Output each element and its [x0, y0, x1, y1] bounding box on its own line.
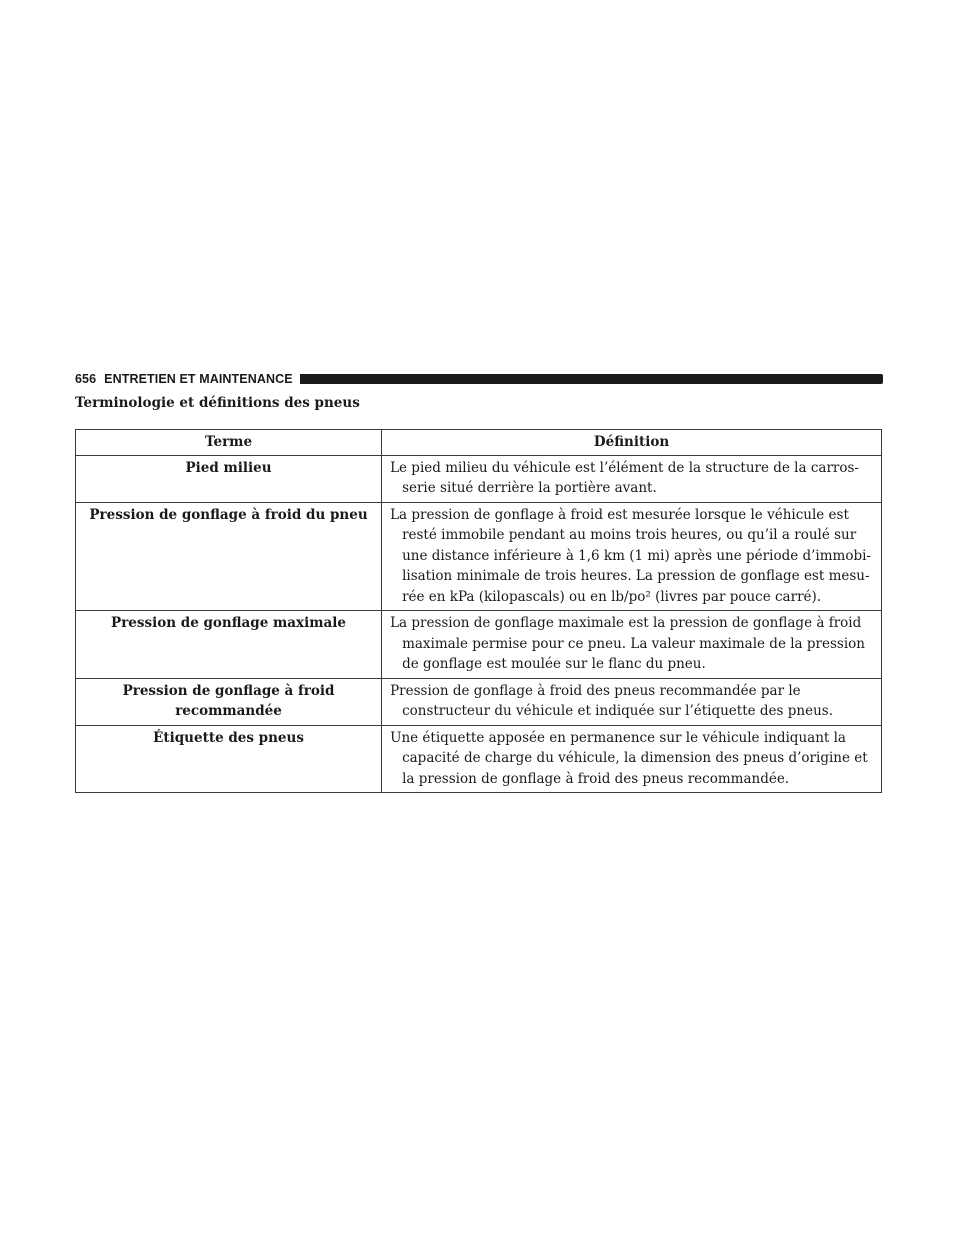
column-header-definition: Définition	[381, 429, 882, 456]
table-row: Pied milieu Le pied milieu du véhicule e…	[74, 454, 882, 503]
definition-line: Le pied milieu du véhicule est l’élément…	[390, 459, 859, 476]
running-title: ENTRETIEN ET MAINTENANCE	[104, 371, 293, 386]
definition-line: constructeur du véhicule et indiquée sur…	[402, 703, 834, 719]
definition-line: La pression de gonflage maximale est la …	[390, 615, 862, 631]
definition-line: la pression de gonflage à froid des pneu…	[402, 770, 790, 787]
table-header-row: Terme Définition	[74, 429, 882, 456]
page-number: 656	[75, 371, 97, 386]
definition-line: Pression de gonflage à froid des pneus r…	[390, 682, 801, 699]
definition-line: maximale permise pour ce pneu. La valeur…	[402, 635, 865, 652]
definition-cell: Pression de gonflage à froid des pneus r…	[381, 677, 882, 726]
table-row: Étiquette des pneus Une étiquette apposé…	[74, 724, 882, 793]
definition-cell: La pression de gonflage à froid est mesu…	[381, 501, 882, 611]
term-cell: Pression de gonflage maximale	[74, 610, 383, 679]
table-row: Pression de gonflage maximale La pressio…	[74, 610, 882, 679]
term-cell: Pression de gonflage à froid recommandée	[74, 677, 383, 726]
definition-line: La pression de gonflage à froid est mesu…	[390, 506, 849, 523]
header-rule	[299, 373, 883, 384]
definition-line: de gonflage est moulée sur le flanc du p…	[402, 656, 706, 672]
definition-line: rée en kPa (kilopascals) ou en lb/po² (l…	[402, 588, 822, 605]
term-cell: Pression de gonflage à froid du pneu	[74, 501, 383, 611]
section-title: Terminologie et définitions des pneus	[75, 395, 360, 411]
page-header: 656 ENTRETIEN ET MAINTENANCE	[75, 370, 883, 387]
terminology-table: Terme Définition Pied milieu Le pied mil…	[74, 429, 882, 793]
definition-line: lisation minimale de trois heures. La pr…	[402, 568, 870, 584]
definition-cell: Une étiquette apposée en permanence sur …	[381, 724, 882, 793]
term-cell: Étiquette des pneus	[74, 724, 383, 793]
definition-line: une distance inférieure à 1,6 km (1 mi) …	[402, 547, 871, 564]
definition-line: capacité de charge du véhicule, la dimen…	[402, 750, 868, 766]
definition-cell: La pression de gonflage maximale est la …	[381, 610, 882, 679]
table-row: Pression de gonflage à froid du pneu La …	[74, 501, 882, 611]
definition-line: serie situé derrière la portière avant.	[402, 480, 657, 496]
definition-line: resté immobile pendant au moins trois he…	[402, 527, 857, 543]
column-header-term: Terme	[74, 429, 383, 456]
definition-cell: Le pied milieu du véhicule est l’élément…	[381, 454, 882, 503]
definition-line: Une étiquette apposée en permanence sur …	[390, 729, 846, 746]
table-row: Pression de gonflage à froid recommandée…	[74, 677, 882, 726]
term-cell: Pied milieu	[74, 454, 383, 503]
